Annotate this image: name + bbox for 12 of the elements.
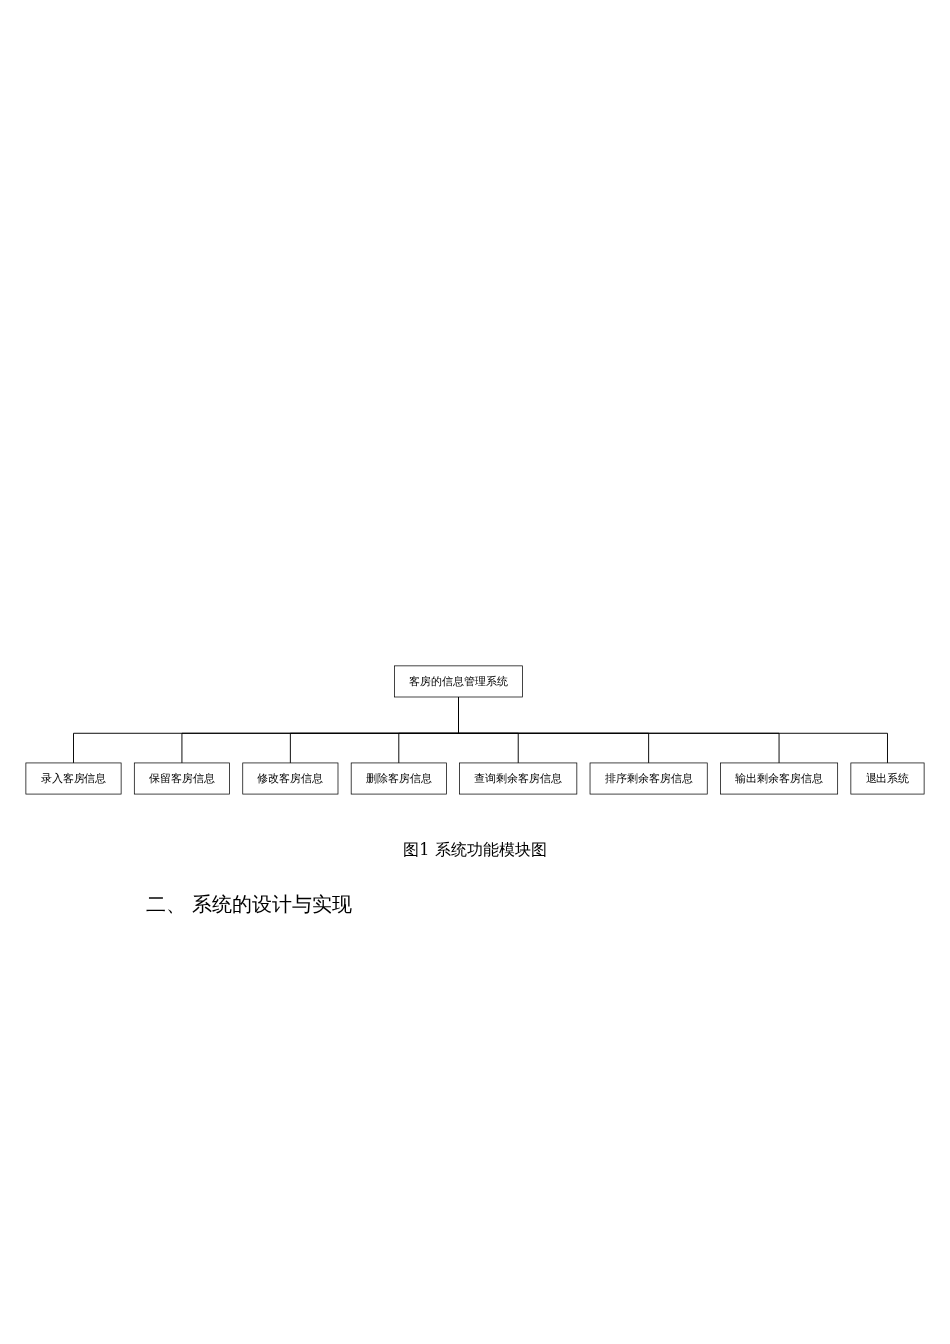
node-box: 客房的信息管理系统	[394, 665, 523, 698]
node-box: 排序剩余客房信息	[589, 762, 708, 795]
node-box: 保留客房信息	[133, 762, 230, 795]
node-box: 修改客房信息	[242, 762, 339, 795]
node-box: 查询剩余客房信息	[459, 762, 578, 795]
node-box: 删除客房信息	[350, 762, 447, 795]
figure-caption: 图1 系统功能模块图	[403, 839, 547, 861]
node-box: 输出剩余客房信息	[720, 762, 839, 795]
node-box: 录入客房信息	[25, 762, 122, 795]
connector	[458, 696, 888, 764]
node-box: 退出系统	[850, 762, 925, 795]
section-heading: 二、 系统的设计与实现	[146, 890, 353, 918]
